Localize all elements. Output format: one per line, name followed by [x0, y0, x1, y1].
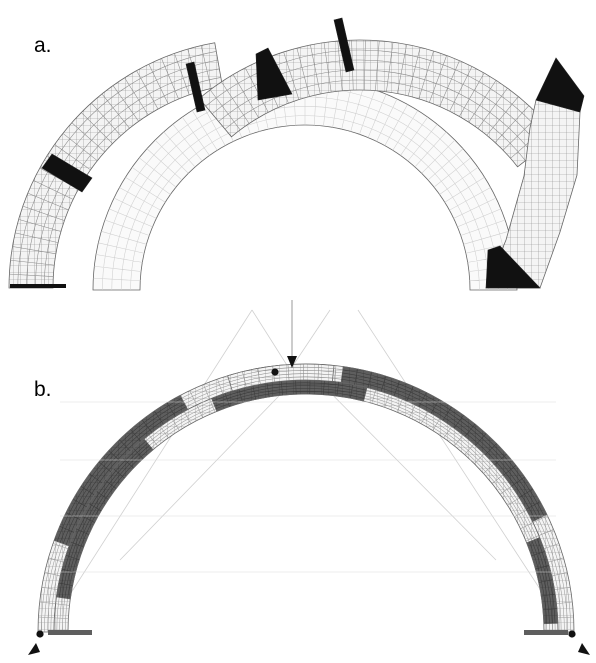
- hinge-crown-right: [333, 17, 355, 73]
- hinge-crown-left: [185, 61, 206, 113]
- arch-outer-ring: [37, 363, 575, 633]
- hinge-left: [41, 153, 93, 193]
- hinge-point-3: [568, 630, 576, 638]
- panel-b-hinge-arch: [28, 300, 590, 655]
- hinge-right-shoulder: [535, 57, 585, 113]
- hinge-crown-wedge: [255, 47, 293, 101]
- base-left-support: [10, 284, 66, 288]
- panel-b-label: b.: [34, 378, 52, 401]
- guide-line-2: [357, 309, 569, 633]
- panel-a-label: a.: [34, 34, 52, 57]
- base-right-block: [524, 630, 568, 635]
- hinge-point-1: [271, 368, 279, 376]
- guide-line-6: [305, 367, 497, 561]
- deformed-left-segment: [8, 42, 223, 289]
- guide-line-4: [289, 309, 331, 371]
- base-left-block: [48, 630, 92, 635]
- hinge-point-2: [36, 630, 44, 638]
- dark-zone-left-inner: [56, 438, 154, 600]
- load-arrow-head: [287, 356, 297, 368]
- panel-a-deformed-arch: [8, 17, 585, 291]
- guide-line-3: [251, 309, 291, 371]
- reaction-arrow-right: [578, 643, 590, 655]
- guide-line-5: [119, 367, 307, 561]
- crown-block: [227, 363, 335, 392]
- hinge-right-base: [485, 245, 541, 289]
- arch-inner-ring: [53, 379, 559, 633]
- guide-line-1: [45, 309, 253, 633]
- reaction-arrow-left: [28, 643, 40, 655]
